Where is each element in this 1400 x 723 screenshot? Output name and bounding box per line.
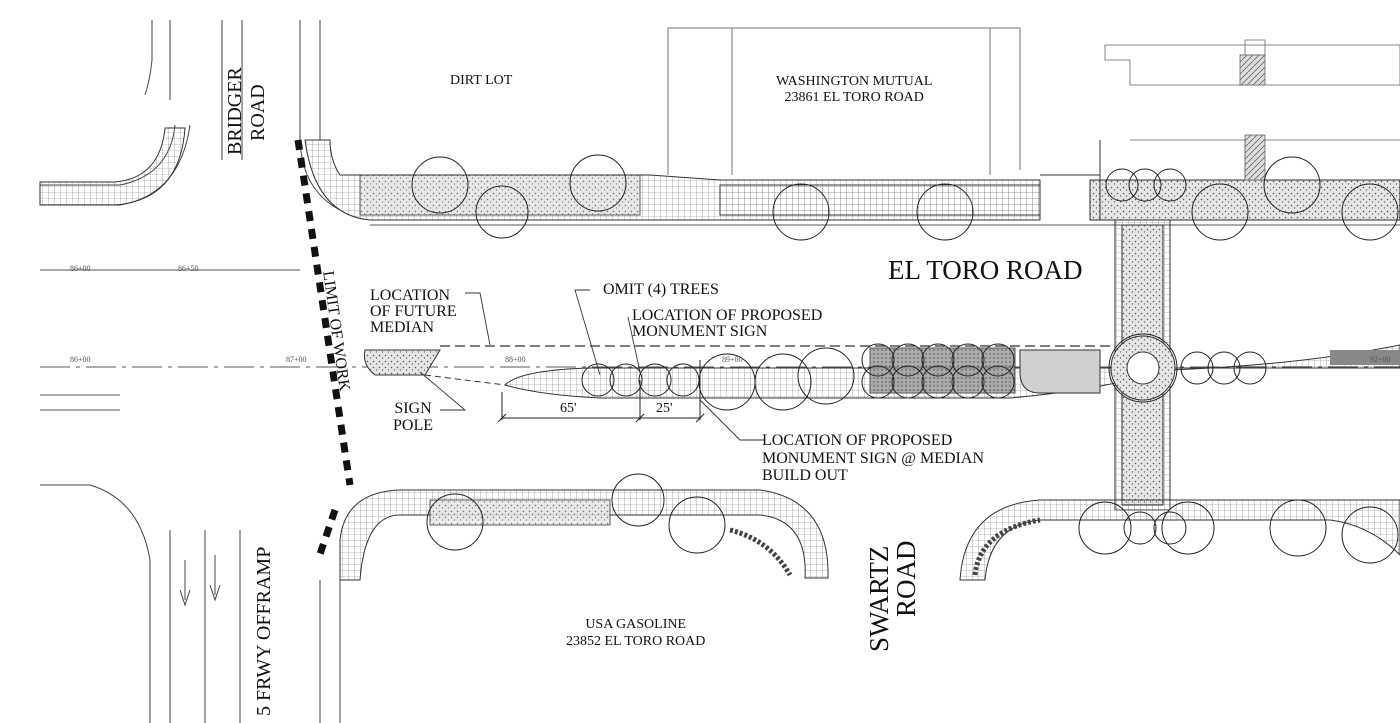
monument-sign-median-line1: LOCATION OF PROPOSED	[762, 432, 953, 449]
bridger-line1: BRIDGER	[224, 67, 246, 155]
future-median-line2: OF FUTURE	[370, 303, 457, 320]
bridger-curb	[39, 127, 186, 206]
washington-mutual-building	[667, 27, 1021, 175]
dimension-25: 25'	[656, 401, 673, 416]
north-sidewalk	[304, 139, 1400, 221]
station-label: 92+00	[1370, 355, 1391, 364]
station-label: 89+00	[722, 355, 743, 364]
usa-gasoline-label: USA GASOLINE 23852 EL TORO ROAD	[566, 617, 705, 651]
median	[364, 335, 1400, 401]
bridger-line2: ROAD	[247, 84, 269, 141]
limit-of-work-line	[294, 139, 354, 562]
monument-sign-median-callout: LOCATION OF PROPOSED MONUMENT SIGN @ MED…	[762, 432, 984, 485]
washington-mutual-name: WASHINGTON MUTUAL	[776, 74, 933, 89]
omit-trees-callout: OMIT (4) TREES	[603, 281, 719, 298]
sign-pole-line1: SIGN	[394, 400, 432, 417]
offramp-lines	[40, 484, 341, 723]
swartz-road-label: SWARTZ ROAD	[864, 540, 921, 652]
el-toro-road-label: EL TORO ROAD	[888, 255, 1083, 285]
dimension-lines	[497, 360, 705, 423]
dirt-lot-label: DIRT LOT	[450, 73, 513, 88]
dimension-65: 65'	[560, 401, 577, 416]
frwy-offramp-label: 5 FRWY OFFRAMP	[253, 546, 275, 716]
callout-leaders	[419, 289, 765, 441]
sign-pole-line2: POLE	[393, 416, 433, 434]
swartz-line2: ROAD	[891, 540, 921, 617]
south-curbs	[339, 489, 1400, 581]
future-median-line1: LOCATION	[370, 287, 450, 304]
usa-gasoline-address: 23852 EL TORO ROAD	[566, 633, 706, 649]
station-label: 86+00	[70, 264, 91, 273]
station-label: 86+50	[178, 264, 199, 273]
future-median-line3: MEDIAN	[370, 319, 434, 336]
monument-sign-median-line3: BUILD OUT	[762, 467, 848, 485]
washington-mutual-address: 23861 EL TORO ROAD	[784, 90, 924, 106]
future-median-callout: LOCATION OF FUTURE MEDIAN	[370, 288, 457, 336]
station-label: 88+00	[505, 355, 526, 364]
sign-pole-dash	[424, 374, 506, 386]
station-label: 86+00	[70, 355, 91, 364]
station-label: 87+00	[286, 355, 307, 364]
washington-mutual-label: WASHINGTON MUTUAL 23861 EL TORO ROAD	[776, 74, 932, 106]
sign-pole-callout: SIGN POLE	[393, 400, 433, 435]
monument-sign-line2: MONUMENT SIGN	[632, 323, 768, 340]
monument-sign-line1: LOCATION OF PROPOSED	[632, 307, 823, 324]
monument-sign-callout: LOCATION OF PROPOSED MONUMENT SIGN	[632, 308, 822, 340]
bridger-road-label: BRIDGER ROAD	[224, 67, 270, 155]
trees	[411, 154, 1399, 564]
parking-lot	[1104, 39, 1400, 181]
swartz-line1: SWARTZ	[864, 545, 894, 652]
usa-gasoline-name: USA GASOLINE	[585, 617, 687, 632]
monument-sign-median-line2: MONUMENT SIGN @ MEDIAN	[762, 449, 984, 467]
